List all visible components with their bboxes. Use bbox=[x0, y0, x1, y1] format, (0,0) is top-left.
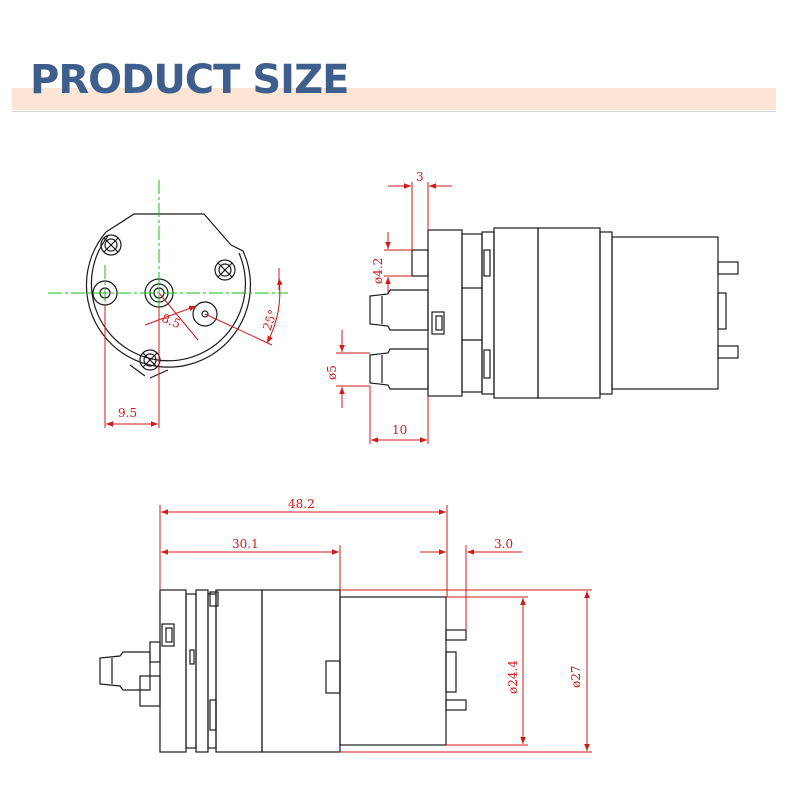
page-title: PRODUCT SIZE bbox=[30, 57, 349, 103]
dim-front-radius: 8.5 bbox=[160, 311, 183, 331]
title-underline bbox=[12, 111, 776, 112]
bottom-view: 48.2 30.1 3.0 ø24.4 ø27 bbox=[99, 497, 592, 753]
front-view-dimensions bbox=[104, 268, 283, 428]
dim-terminal-length: 3.0 bbox=[494, 537, 513, 551]
dim-front-angle: 25° bbox=[260, 308, 280, 333]
dim-side-port-length: 10 bbox=[392, 423, 407, 437]
front-view-outline bbox=[85, 213, 252, 379]
side-view-outline bbox=[369, 227, 739, 399]
dim-front-offset: 9.5 bbox=[118, 406, 137, 420]
dim-side-top: 3 bbox=[416, 170, 424, 184]
dim-side-port: ø5 bbox=[325, 365, 339, 380]
dim-body-diameter: ø27 bbox=[569, 666, 583, 689]
title-banner bbox=[12, 88, 776, 110]
bottom-view-dimensions bbox=[159, 505, 592, 753]
bottom-view-outline bbox=[99, 589, 467, 753]
dim-pump-length: 30.1 bbox=[232, 537, 259, 551]
dim-total-length: 48.2 bbox=[288, 497, 315, 511]
side-view: 3 ø4.2 ø5 10 bbox=[325, 170, 739, 444]
dim-motor-diameter: ø24.4 bbox=[506, 660, 520, 694]
side-view-dimensions bbox=[336, 182, 452, 444]
front-view: 9.5 8.5 25° bbox=[48, 180, 288, 428]
dim-side-port-small: ø4.2 bbox=[371, 258, 385, 284]
